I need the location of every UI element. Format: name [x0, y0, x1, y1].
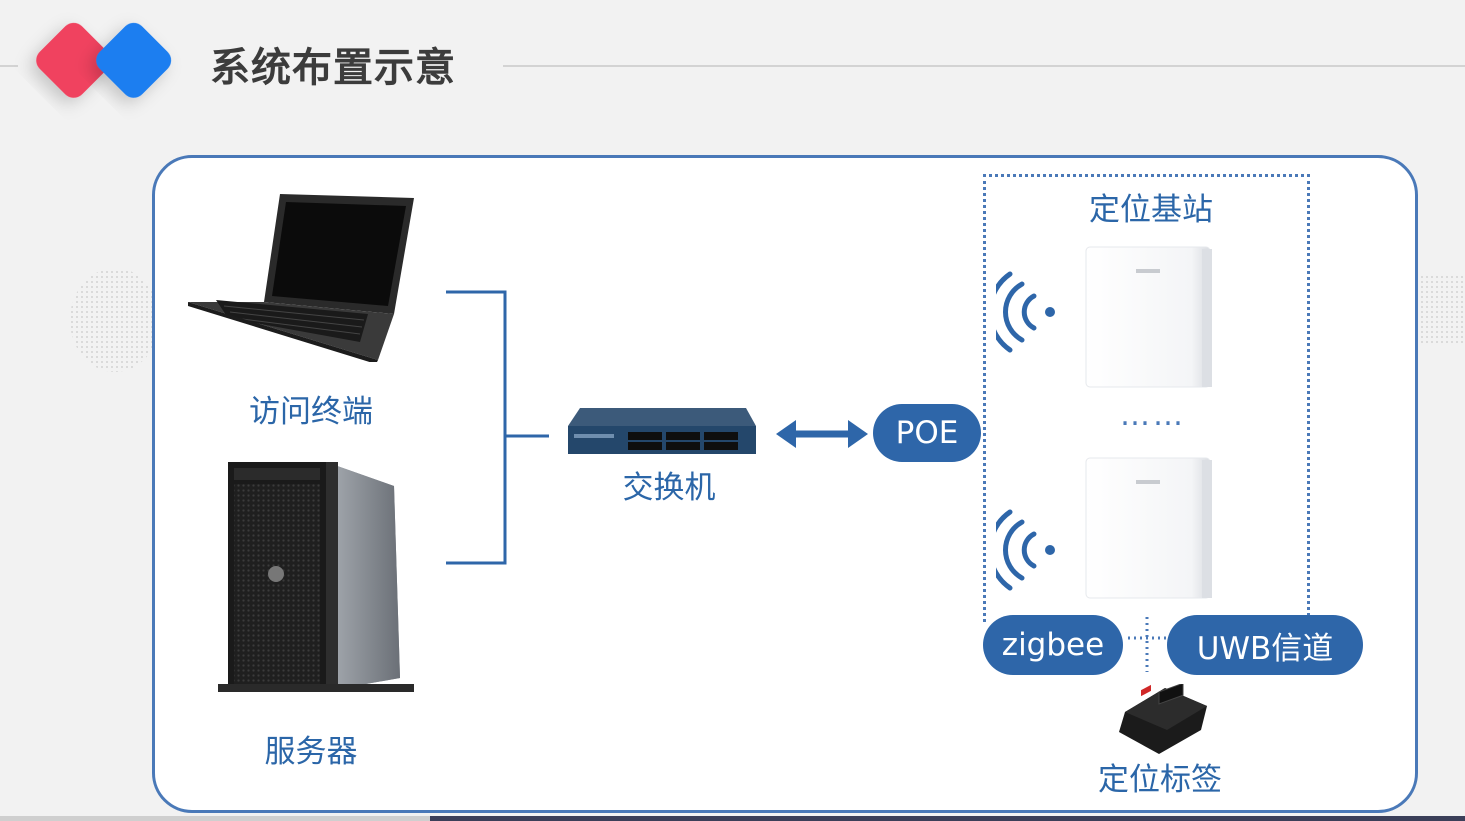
dot-pattern-left — [70, 268, 155, 372]
dot-pattern-right — [1420, 275, 1465, 345]
server-label: 服务器 — [264, 734, 358, 770]
base-station-device — [1085, 246, 1212, 388]
terminal-label: 访问终端 — [249, 394, 373, 430]
more-stations-ellipsis: …… — [1120, 398, 1186, 433]
header-rule — [503, 65, 1465, 67]
location-tag-icon — [1119, 684, 1207, 754]
switch-label: 交换机 — [622, 470, 716, 506]
base-station-group — [983, 174, 1310, 622]
logo-diamonds-icon — [36, 22, 172, 98]
poe-badge: POE — [873, 404, 981, 462]
laptop-icon — [188, 194, 414, 362]
page-title: 系统布置示意 — [210, 45, 456, 91]
location-tag-label: 定位标签 — [1098, 762, 1222, 798]
zigbee-badge: zigbee — [983, 615, 1123, 675]
bottom-bar-dark — [430, 816, 1465, 821]
base-station-device — [1085, 457, 1212, 599]
wifi-signal-icon — [996, 271, 1055, 353]
uwb-channel-badge: UWB信道 — [1167, 615, 1363, 675]
server-icon — [218, 462, 414, 692]
switch-icon — [568, 408, 756, 454]
wifi-signal-icon — [996, 509, 1055, 591]
base-station-label: 定位基站 — [1089, 192, 1213, 228]
header-rule-left — [0, 65, 18, 67]
